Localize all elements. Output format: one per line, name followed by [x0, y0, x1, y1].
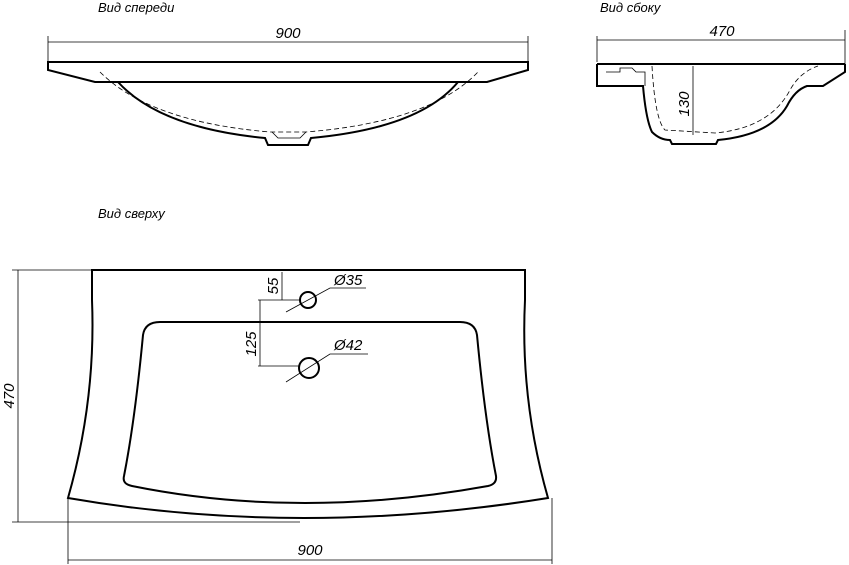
side-view: Вид сбоку 470 130 [596, 0, 846, 145]
side-view-title: Вид сбоку [600, 0, 662, 15]
tap-hole [299, 291, 317, 309]
leader-line [285, 353, 368, 383]
side-depth-dim: 470 [709, 23, 735, 40]
drain-hole [298, 357, 320, 379]
top-width-dim: 900 [297, 542, 323, 559]
tap-hole-diameter: Ø35 [333, 272, 363, 289]
bowl-inner-side [651, 65, 819, 134]
bowl-inner-front [99, 71, 479, 133]
leader-line [285, 287, 366, 313]
bowl-outline-front [117, 81, 459, 146]
front-view: Вид спереди 900 [47, 0, 529, 146]
drain-front [271, 131, 307, 139]
bowl-outline-top [122, 321, 498, 504]
drain-diameter: Ø42 [333, 337, 363, 354]
top-view: Вид сверху 470 900 55 Ø35 125 Ø42 [1, 206, 553, 564]
drain-offset-dim: 125 [243, 331, 260, 357]
front-width-dim: 900 [275, 25, 301, 42]
side-outline [596, 64, 846, 145]
top-depth-dim: 470 [1, 383, 18, 409]
top-view-title: Вид сверху [98, 206, 166, 221]
front-view-title: Вид спереди [98, 0, 174, 15]
sink-rim-front [47, 61, 529, 83]
sink-outline-top [66, 269, 550, 519]
side-bowl-depth-dim: 130 [676, 91, 693, 117]
overflow-channel [606, 67, 646, 86]
tap-hole-offset-dim: 55 [265, 277, 282, 294]
